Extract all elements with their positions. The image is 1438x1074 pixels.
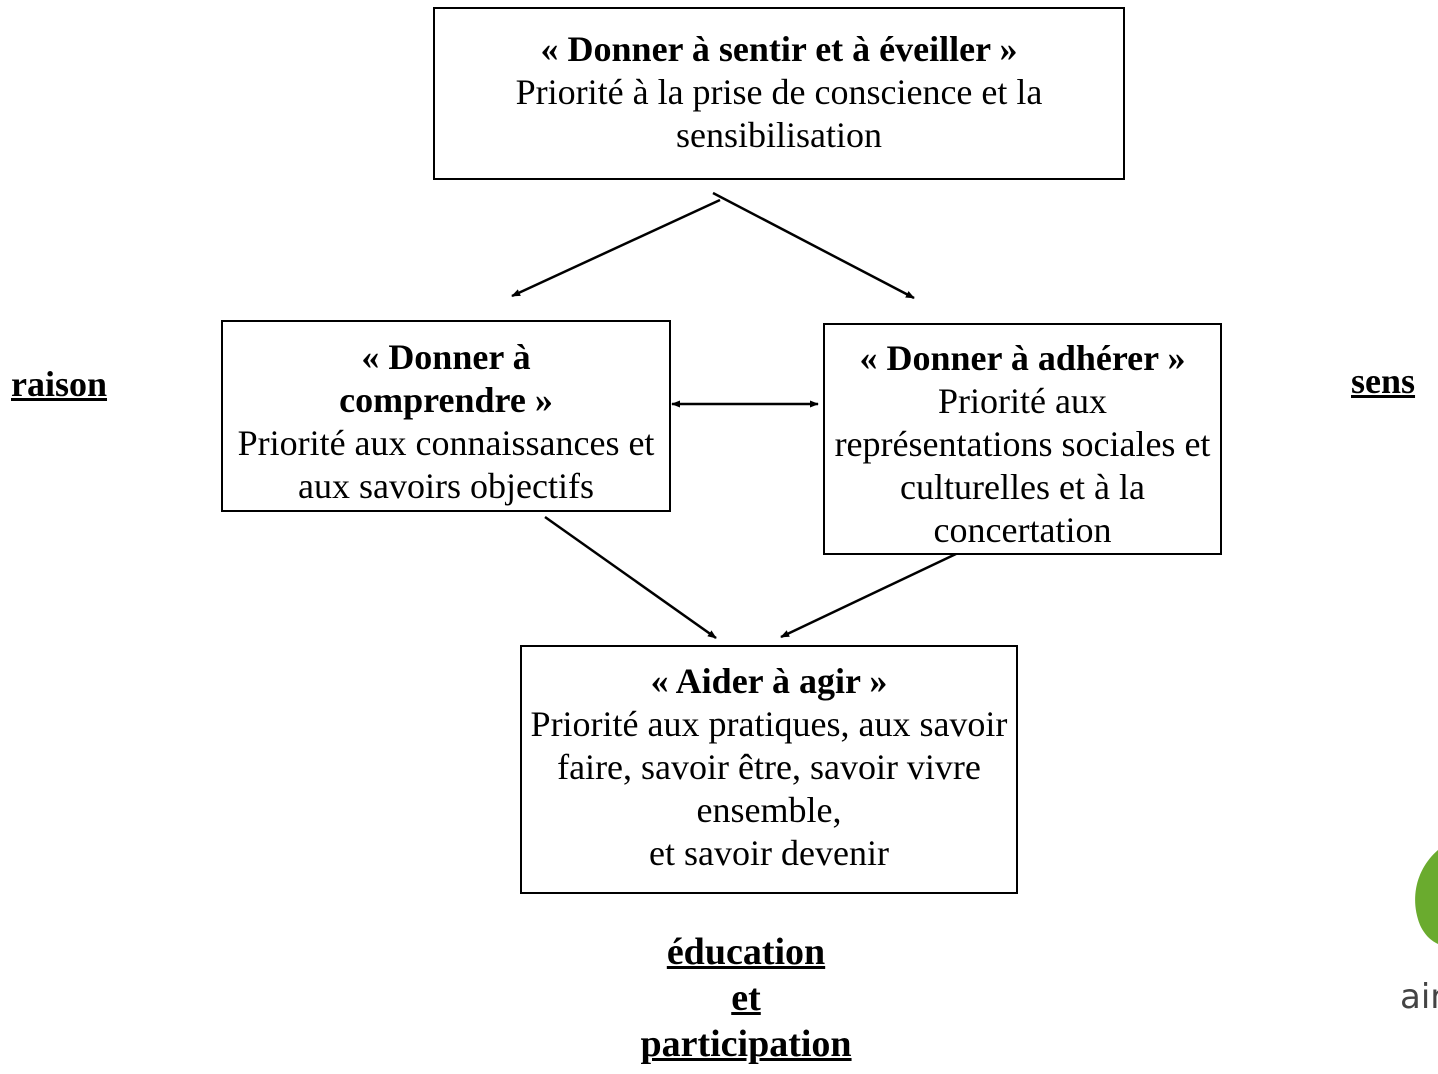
- arrow-top-to-right: [712, 191, 915, 300]
- label-line: éducation: [666, 931, 826, 973]
- box-description: Priorité aux connaissances et aux savoir…: [237, 423, 655, 506]
- logo: aimo: [1380, 840, 1438, 1074]
- box-description: Priorité aux pratiques, aux savoir faire…: [530, 704, 1008, 830]
- label-raison: raison: [11, 364, 108, 404]
- label-line: participation: [640, 1023, 852, 1065]
- box-description: Priorité aux représentations sociales et…: [834, 381, 1211, 550]
- label-line: et: [731, 977, 761, 1019]
- leaf-icon: [1415, 850, 1438, 944]
- box-description: Priorité à la prise de conscience et la …: [515, 72, 1043, 155]
- arrow-right-to-bottom: [780, 551, 959, 639]
- label-sens: sens: [1351, 361, 1416, 401]
- box-comprendre: « Donner à comprendre » Priorité aux con…: [221, 320, 671, 512]
- box-agir: « Aider à agir » Priorité aux pratiques,…: [520, 645, 1018, 894]
- arrow-left-to-bottom: [544, 515, 717, 640]
- box-description-continued: et savoir devenir: [649, 833, 889, 873]
- logo-text: aimo: [1400, 977, 1438, 1017]
- box-title: « Donner à adhérer »: [859, 338, 1186, 378]
- box-adherer: « Donner à adhérer » Priorité aux représ…: [823, 323, 1222, 555]
- box-title: « Donner à comprendre »: [339, 337, 553, 420]
- box-sentir-eveiller: « Donner à sentir et à éveiller » Priori…: [433, 7, 1125, 180]
- box-title: « Donner à sentir et à éveiller »: [540, 29, 1018, 69]
- arrow-top-to-left: [511, 198, 721, 298]
- box-title: « Aider à agir »: [650, 661, 888, 701]
- label-education-participation: éducation et participation: [560, 929, 932, 1067]
